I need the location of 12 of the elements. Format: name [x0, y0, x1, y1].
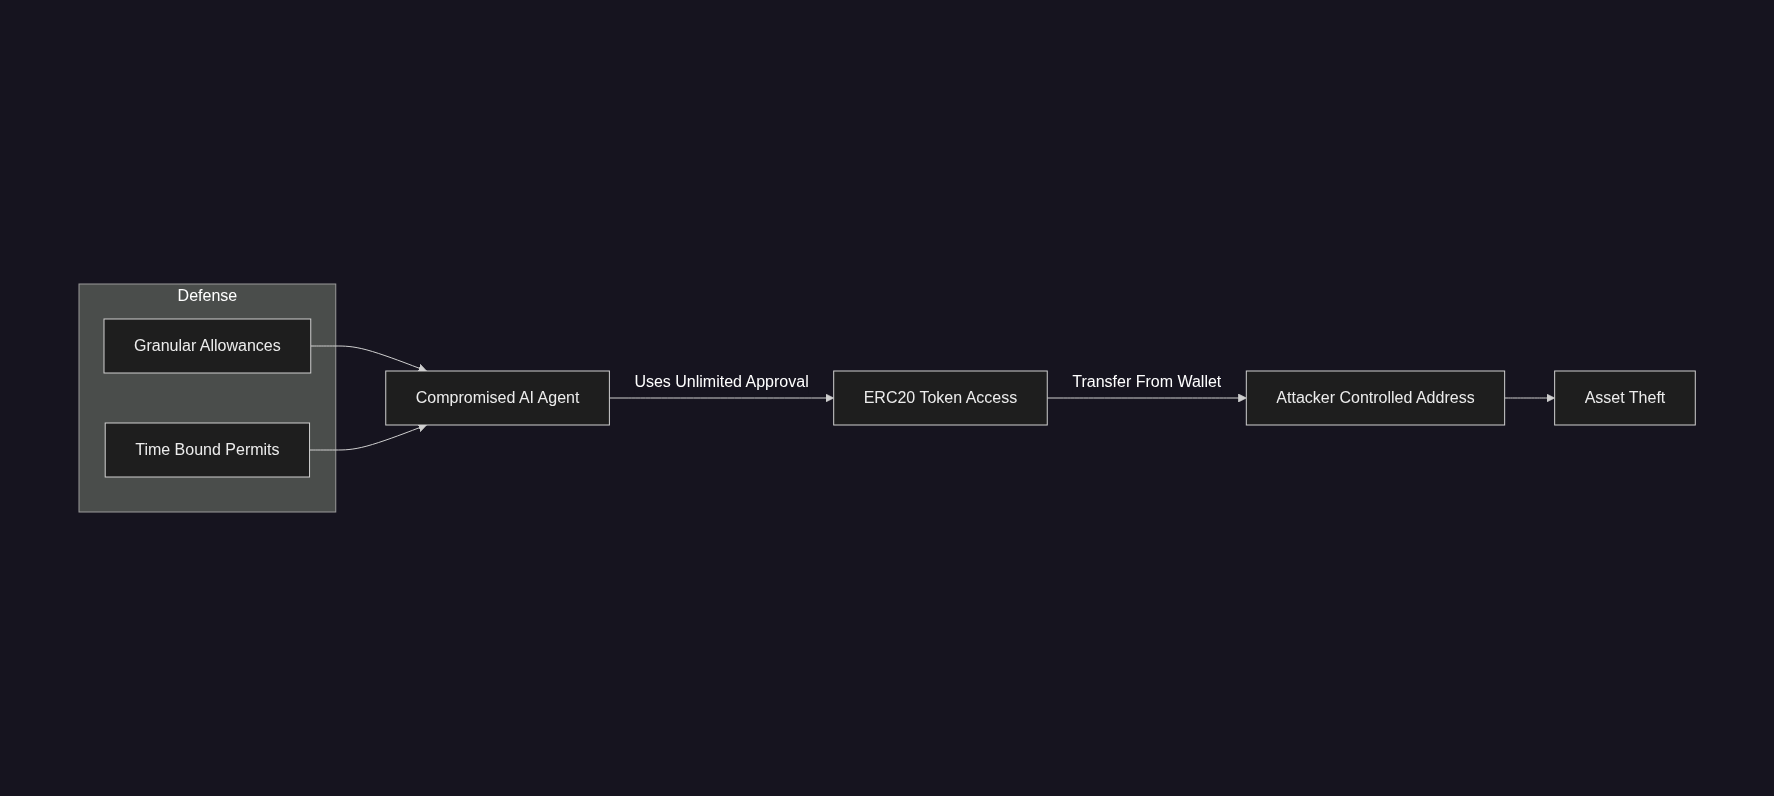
edge-label: Transfer From Wallet: [1072, 373, 1222, 390]
edge-label: Uses Unlimited Approval: [634, 373, 809, 390]
arrow: [1504, 393, 1555, 403]
node-box: ERC20 Token Access: [833, 370, 1048, 426]
node-box: Time Bound Permits: [104, 422, 310, 478]
arrow: [1046, 393, 1247, 403]
node-box: Attacker Controlled Address: [1245, 370, 1505, 426]
node-box: Compromised AI Agent: [385, 370, 610, 426]
arrow: [310, 345, 427, 373]
node-box: Asset Theft: [1554, 370, 1696, 426]
node-box: Granular Allowances: [103, 318, 312, 374]
arrow: [608, 393, 834, 403]
